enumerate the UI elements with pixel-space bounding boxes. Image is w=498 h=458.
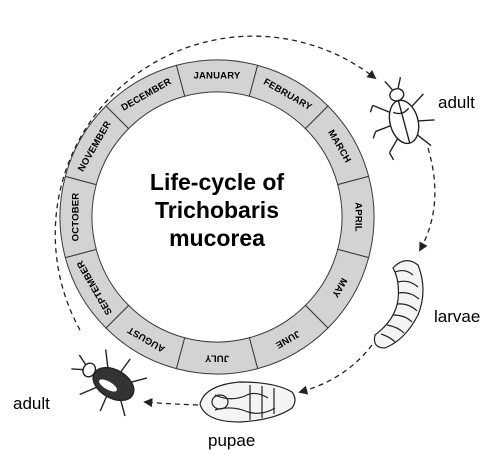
arrow-to-adult-top [54,35,377,331]
month-label-july: JULY [204,353,229,364]
cycle-arrows [54,35,436,408]
stage-label-larvae: larvae [434,307,480,326]
pupa-icon [199,381,296,423]
arrow-to-larvae [419,147,436,252]
center-title: Life-cycle of Trichobaris mucorea [150,169,285,251]
adult-beetle-top-icon [369,77,435,161]
arrow-to-adult-bottom [143,398,199,408]
arrow-to-pupae [298,344,373,395]
month-label-october: OCTOBER [71,193,82,242]
title-line-1: Life-cycle of [150,169,285,195]
title-line-2: Trichobaris [155,197,279,223]
larva-icon [373,260,424,349]
month-label-april: APRIL [353,202,364,232]
adult-beetle-bottom-icon [71,349,148,417]
month-label-january: JANUARY [194,71,241,82]
month-segment-december [105,64,186,130]
stage-label-adult-top: adult [438,93,475,112]
stage-label-adult-bottom: adult [13,394,50,413]
title-line-3: mucorea [169,225,265,251]
stage-label-pupae: pupae [208,431,255,450]
month-ring: JANUARYFEBRUARYMARCHAPRILMAYJUNEJULYAUGU… [59,59,375,375]
